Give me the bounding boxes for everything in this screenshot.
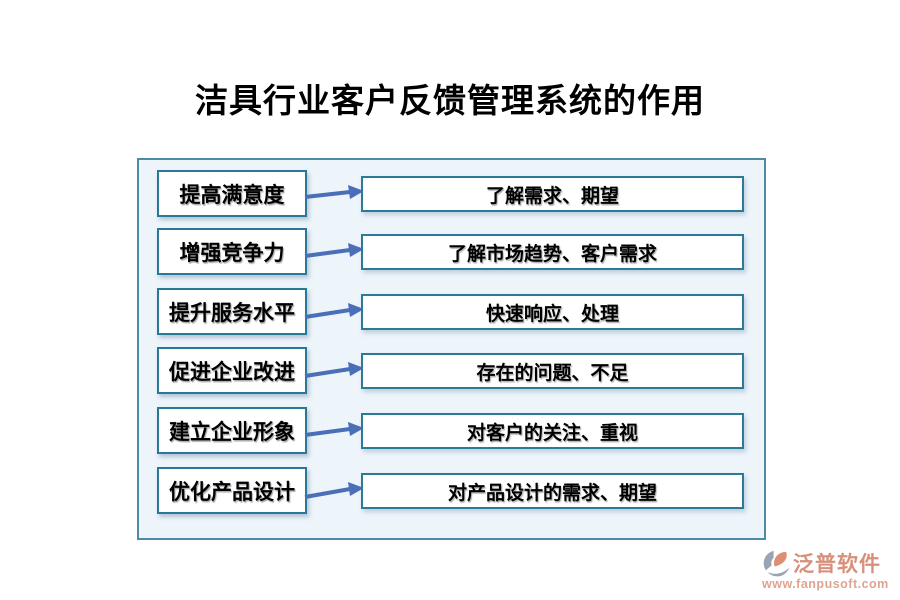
diagram-row: 提高满意度 了解需求、期望: [139, 170, 764, 218]
effect-label: 了解需求、期望: [485, 185, 619, 207]
watermark-brand-row: 泛普软件: [762, 548, 900, 578]
arrow-right-icon: [304, 482, 364, 499]
effect-box: 快速响应、处理: [361, 294, 744, 330]
effect-label: 对客户的关注、重视: [466, 422, 638, 444]
effect-label: 存在的问题、不足: [476, 362, 629, 384]
watermark-brand-text: 泛普软件: [793, 553, 881, 576]
effect-label: 对产品设计的需求、期望: [447, 482, 657, 504]
effect-box: 了解需求、期望: [361, 176, 744, 212]
cause-label: 建立企业形象: [169, 420, 295, 444]
page-title: 洁具行业客户反馈管理系统的作用: [195, 82, 705, 119]
cause-label: 增强竞争力: [179, 241, 285, 265]
cause-label: 提升服务水平: [169, 301, 295, 325]
cause-box: 促进企业改进: [157, 347, 307, 394]
effect-label: 了解市场趋势、客户需求: [447, 243, 657, 265]
diagram-row: 增强竞争力 了解市场趋势、客户需求: [139, 228, 764, 276]
diagram-row: 优化产品设计 对产品设计的需求、期望: [139, 467, 764, 515]
cause-box: 增强竞争力: [157, 228, 307, 275]
watermark: 泛普软件 www.fanpusoft.com: [762, 548, 900, 591]
cause-label: 促进企业改进: [169, 360, 295, 384]
effect-box: 对产品设计的需求、期望: [361, 473, 744, 509]
watermark-url: www.fanpusoft.com: [762, 577, 889, 591]
arrow-right-icon: [304, 362, 364, 378]
diagram-row: 提升服务水平 快速响应、处理: [139, 288, 764, 336]
cause-box: 优化产品设计: [157, 467, 307, 514]
diagram-row: 建立企业形象 对客户的关注、重视: [139, 407, 764, 455]
cause-label: 优化产品设计: [169, 480, 295, 504]
arrow-right-icon: [304, 303, 364, 319]
effect-box: 存在的问题、不足: [361, 353, 744, 389]
effect-box: 了解市场趋势、客户需求: [361, 234, 744, 270]
arrow-right-icon: [304, 243, 364, 258]
cause-label: 提高满意度: [179, 183, 285, 207]
cause-box: 提高满意度: [157, 170, 307, 217]
effect-label: 快速响应、处理: [485, 303, 619, 325]
cause-box: 提升服务水平: [157, 288, 307, 335]
fanpusoft-logo-icon: [763, 550, 790, 576]
cause-box: 建立企业形象: [157, 407, 307, 454]
arrow-right-icon: [304, 185, 364, 199]
effect-box: 对客户的关注、重视: [361, 413, 744, 449]
diagram-container: 提高满意度 了解需求、期望 增强竞争力 了解市场趋势、客户需求: [137, 158, 766, 540]
arrow-right-icon: [304, 422, 364, 437]
diagram-row: 促进企业改进 存在的问题、不足: [139, 347, 764, 395]
